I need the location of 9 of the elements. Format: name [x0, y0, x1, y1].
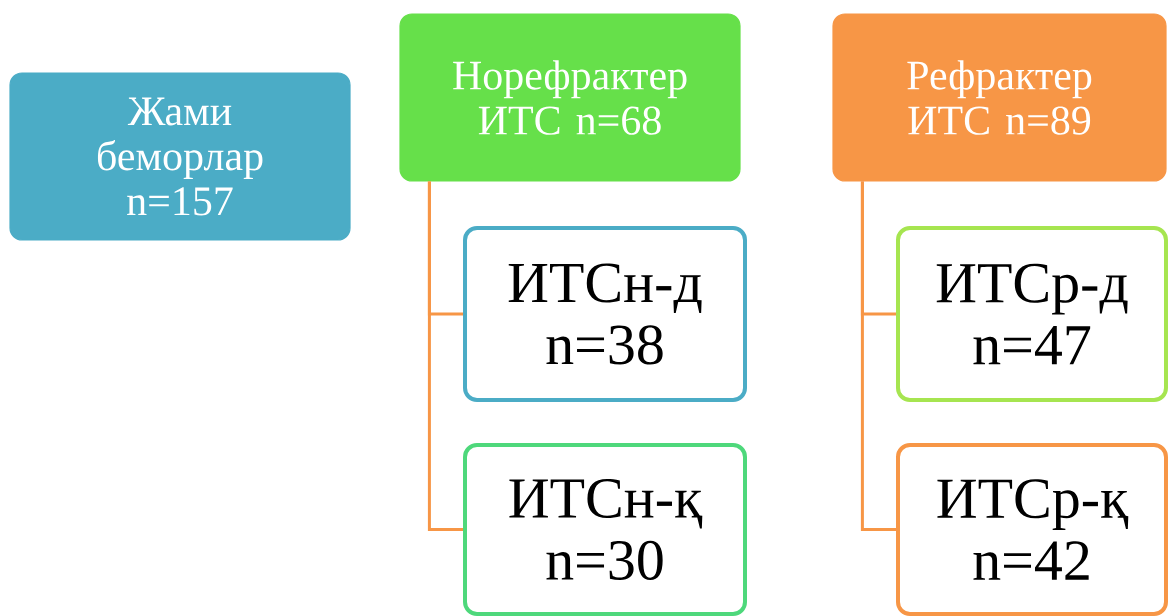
subgroup-box: ИТСр-қ n=42 [896, 443, 1168, 616]
subgroup-box: ИТСн-қ n=30 [463, 443, 747, 616]
group-box: Рефрактер ИТС n=89 [832, 13, 1167, 182]
connector-line [860, 181, 896, 531]
subgroup-box: ИТСр-д n=47 [896, 226, 1168, 402]
group-box: Норефрактер ИТС n=68 [399, 13, 741, 182]
connector-line [427, 181, 463, 531]
subgroup-box: ИТСн-д n=38 [463, 226, 747, 402]
group-box: Жами беморлар n=157 [9, 72, 351, 241]
